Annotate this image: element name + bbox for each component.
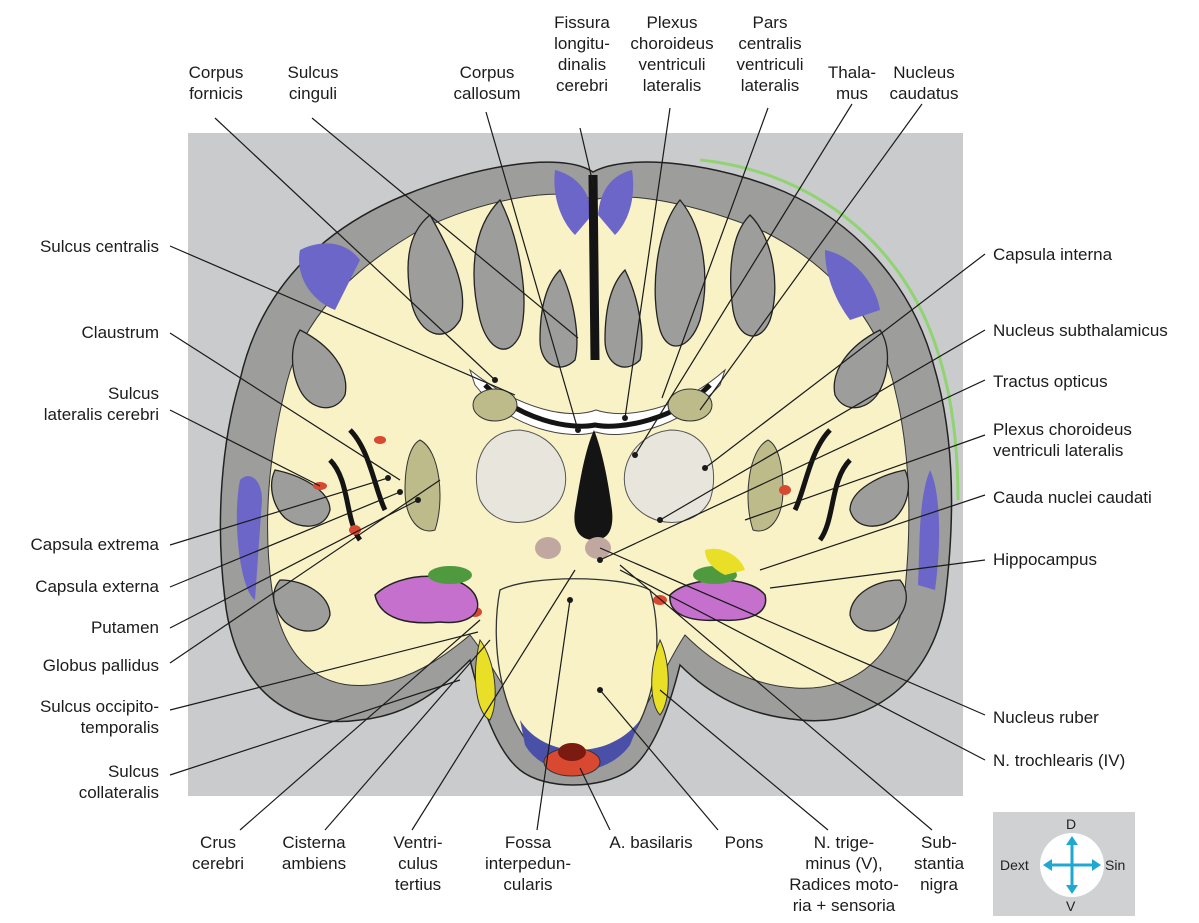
label-hippocampus: Hippocampus [993,549,1097,570]
label-corpus-callosum: Corpus callosum [453,62,520,104]
label-nucleus-caudatus: Nucleus caudatus [890,62,959,104]
label-sulcus-centralis: Sulcus centralis [0,236,159,257]
nucleus-ruber-left [535,537,561,559]
label-fissura-longitudinalis: Fissura longitu- dinalis cerebri [554,12,610,96]
caudate-left [473,389,517,421]
label-thalamus: Thala- mus [828,62,876,104]
plexus-left [428,566,472,584]
label-claustrum: Claustrum [0,322,159,343]
label-globus-pallidus: Globus pallidus [0,655,159,676]
label-substantia-nigra: Sub- stantia nigra [914,832,964,895]
label-plexus-choroideus-right: Plexus choroideus ventriculi lateralis [993,419,1132,461]
nucleus-ruber-right [585,537,611,559]
label-capsula-externa: Capsula externa [0,576,159,597]
label-cauda-nuclei-caudati: Cauda nuclei caudati [993,487,1152,508]
orientation-sin: Sin [1105,857,1125,873]
label-a-basilaris: A. basilaris [609,832,692,853]
orientation-dext: Dext [1000,857,1029,873]
label-pons: Pons [725,832,764,853]
label-corpus-fornicis: Corpus fornicis [189,62,244,104]
orientation-dorsal: D [1066,816,1076,832]
longitudinal-fissure [593,175,595,360]
label-sulcus-lateralis: Sulcus lateralis cerebri [0,383,159,425]
orientation-ventral: V [1066,898,1075,914]
label-plexus-choroideus-top: Plexus choroideus ventriculi lateralis [630,12,713,96]
label-nucleus-ruber: Nucleus ruber [993,707,1099,728]
label-pars-centralis: Pars centralis ventriculi lateralis [736,12,803,96]
label-n-trigeminus: N. trige- minus (V), Radices moto- ria +… [789,832,899,916]
orientation-compass: D V Dext Sin [993,812,1135,916]
label-cisterna-ambiens: Cisterna ambiens [282,832,346,874]
label-ventriculus-tertius: Ventri- culus tertius [393,832,442,895]
label-nucleus-subthalamicus: Nucleus subthalamicus [993,320,1168,341]
label-sulcus-occipitotemporalis: Sulcus occipito- temporalis [0,696,159,738]
label-putamen: Putamen [0,617,159,638]
label-tractus-opticus: Tractus opticus [993,371,1108,392]
label-capsula-interna: Capsula interna [993,244,1112,265]
label-sulcus-cinguli: Sulcus cinguli [287,62,338,104]
label-sulcus-collateralis: Sulcus collateralis [0,761,159,803]
hippocampus-right [670,580,766,620]
label-capsula-extrema: Capsula extrema [0,534,159,555]
label-crus-cerebri: Crus cerebri [192,832,244,874]
label-n-trochlearis: N. trochlearis (IV) [993,750,1125,771]
caudate-right [668,389,712,421]
label-fossa-interpeduncularis: Fossa interpedun- cularis [485,832,571,895]
